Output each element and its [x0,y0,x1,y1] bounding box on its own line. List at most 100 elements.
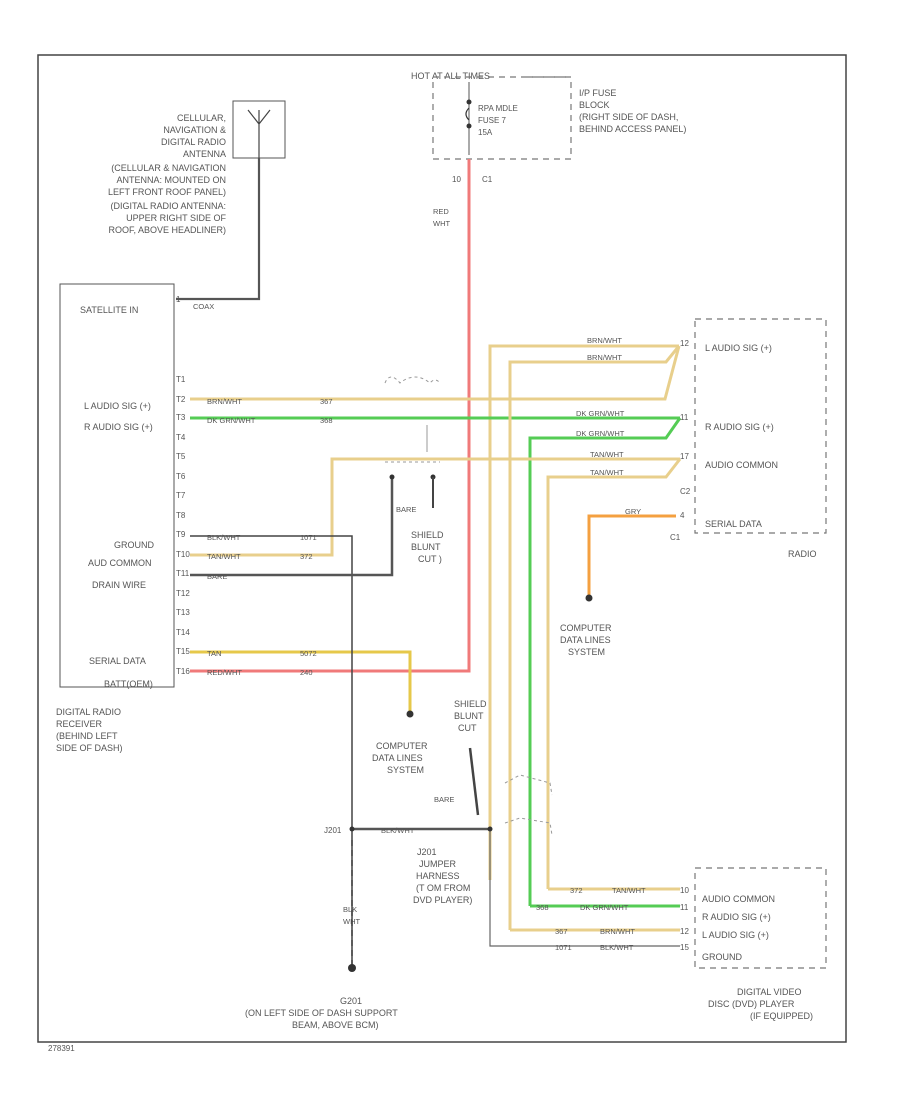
wire-label-367-dvd: 367 [555,927,568,936]
receiver-caption-4: SIDE OF DASH) [56,743,123,753]
dvd-l-audio: L AUDIO SIG (+) [702,930,769,940]
wire-label-blk-wht-2: BLK/WHT [381,826,415,835]
wire-label-red-wht: RED/WHT [207,668,242,677]
wire-label-tan-wht-2: TAN/WHT [590,468,624,477]
antenna-label-2: NAVIGATION & [163,125,226,135]
wire-label-tan-wht-3: TAN/WHT [207,552,241,561]
radio-pin-4: 4 [680,511,685,520]
splice-label: J201 [324,826,342,835]
fuse-hot-label: HOT AT ALL TIMES [411,71,490,81]
shield-top-label-1: SHIELD [411,530,444,540]
receiver-pin-t10: T10 [176,550,190,559]
receiver-pin-t5: T5 [176,452,186,461]
wire-yellow-serial [190,650,412,712]
dvd-player: AUDIO COMMON R AUDIO SIG (+) L AUDIO SIG… [680,867,827,1021]
shield-top-label-2: BLUNT [411,542,441,552]
wire-label-brn-wht-3: BRN/WHT [587,353,622,362]
fuse-block-label-2: BLOCK [579,100,610,110]
antenna-label-6: ANTENNA: MOUNTED ON [116,175,226,185]
wire-label-bare-1: BARE [207,572,227,581]
fuse-amp: 15A [478,128,493,137]
wire-label-dk-grn-2: DK GRN/WHT [576,409,625,418]
receiver-batt: BATT(OEM) [104,679,153,689]
wire-label-372-dvd: 372 [570,886,583,895]
wire-label-dk-grn-3: DK GRN/WHT [576,429,625,438]
receiver-pin-t6: T6 [176,472,186,481]
wire-tan-aud-common-2 [546,458,682,889]
radio-serial: SERIAL DATA [705,519,762,529]
cdl-recv-label-2: DATA LINES [372,753,423,763]
wire-red-batt [190,159,471,673]
wire-label-red: RED [433,207,449,216]
wire-label-blk-wht-1: BLK/WHT [207,533,241,542]
coax-wire [176,158,261,301]
antenna-label-10: ROOF, ABOVE HEADLINER) [108,225,226,235]
fuse-name: RPA MDLE [478,104,518,113]
radio-pin-11: 11 [680,413,689,422]
wire-label-367: 367 [320,397,333,406]
diagram-id: 278391 [48,1044,75,1053]
cdl-radio-label-1: COMPUTER [560,623,612,633]
radio-label: RADIO [788,549,817,559]
antenna-label-3: DIGITAL RADIO [161,137,226,147]
antenna-label-7: LEFT FRONT ROOF PANEL) [108,187,226,197]
fuse-number: FUSE 7 [478,116,507,125]
ground-icon [348,964,356,972]
wire-label-368-dvd: 368 [536,903,549,912]
dvd-r-audio: R AUDIO SIG (+) [702,912,771,922]
radio-audio-common: AUDIO COMMON [705,460,778,470]
shield-top-label-3: CUT ) [418,554,442,564]
fuse-block-label-4: BEHIND ACCESS PANEL) [579,124,686,134]
radio: L AUDIO SIG (+) R AUDIO SIG (+) AUDIO CO… [670,318,827,559]
fuse-pin-10: 10 [452,175,461,184]
fuse-symbol-icon [465,107,470,121]
dvd-outline [694,867,827,969]
receiver-pin-t4: T4 [176,433,186,442]
receiver-pin-t9: T9 [176,530,186,539]
wire-grn-r-audio-2 [528,417,682,906]
dvd-pin-11: 11 [680,903,689,912]
antenna-icon [247,109,271,158]
receiver-l-audio: L AUDIO SIG (+) [84,401,151,411]
wire-label-tan-wht-1: TAN/WHT [590,450,624,459]
receiver-pin-t3: T3 [176,413,186,422]
wire-label-5072: 5072 [300,649,317,658]
cdl-recv-label-1: COMPUTER [376,741,428,751]
receiver-pin-t8: T8 [176,511,186,520]
wire-brn-l-audio-radio [488,344,679,880]
receiver-caption-3: (BEHIND LEFT [56,731,118,741]
wires [190,159,682,968]
wire-label-1071-dvd: 1071 [555,943,572,952]
wire-label-wht: WHT [433,219,450,228]
wire-label-brn-wht-dvd: BRN/WHT [600,927,635,936]
antenna: CELLULAR, NAVIGATION & DIGITAL RADIO ANT… [108,100,286,311]
receiver-pin-t11: T11 [176,569,190,578]
jumper-label-5: DVD PLAYER) [413,895,472,905]
fuse-pin-c1: C1 [482,175,493,184]
receiver-pin-t14: T14 [176,628,190,637]
receiver-r-audio: R AUDIO SIG (+) [84,422,153,432]
wire-label-368: 368 [320,416,333,425]
dvd-pin-15: 15 [680,943,689,952]
wire-brn-l-audio [190,345,681,401]
receiver-box [59,283,175,688]
receiver-caption-1: DIGITAL RADIO [56,707,121,717]
wire-label-blk: BLK [343,905,357,914]
fuse-block-label-1: I/P FUSE [579,88,616,98]
receiver-aud-common: AUD COMMON [88,558,152,568]
dvd-pin-12: 12 [680,927,689,936]
shield-lower-label-3: CUT [458,723,477,733]
radio-pin-17: 17 [680,452,689,461]
fuse-block-label-3: (RIGHT SIDE OF DASH, [579,112,678,122]
receiver-pin-1: 1 [176,295,181,304]
fuse-block-outline [432,76,572,160]
antenna-label-9: UPPER RIGHT SIDE OF [126,213,226,223]
receiver-pin-t15: T15 [176,647,190,656]
ground-label-3: BEAM, ABOVE BCM) [292,1020,379,1030]
digital-radio-receiver: SATELLITE IN L AUDIO SIG (+) R AUDIO SIG… [56,283,190,753]
wire-label-dk-grn-dvd: DK GRN/WHT [580,903,629,912]
dvd-pin-10: 10 [680,886,689,895]
radio-pin-12: 12 [680,339,689,348]
wire-label-tan-wht-dvd: TAN/WHT [612,886,646,895]
jumper-label-2: JUMPER [419,859,457,869]
